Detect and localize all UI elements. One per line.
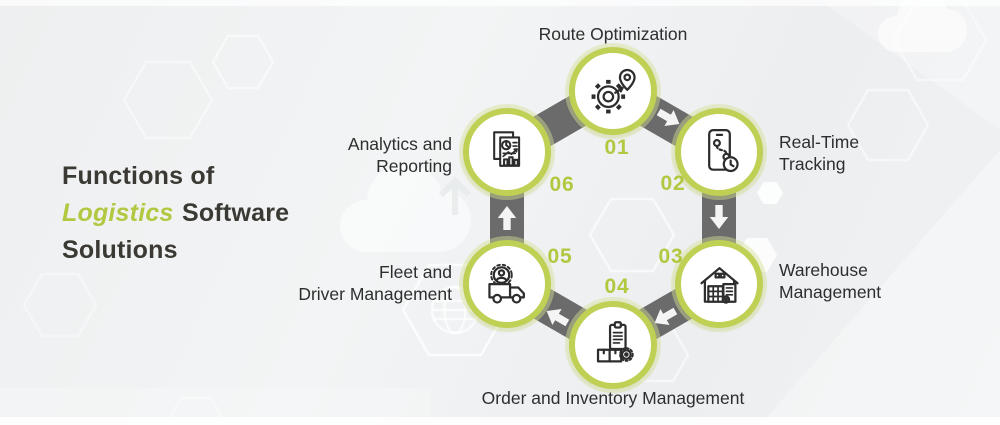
flow-arrow-icon: [654, 307, 678, 325]
title-line2-rest: Software: [182, 199, 290, 227]
hexagon-decor: [757, 182, 783, 204]
light-streak: [820, 0, 1000, 130]
label-order-inventory-management: Order and Inventory Management: [383, 387, 843, 409]
cloud-upload-arrow-icon: [438, 176, 472, 215]
node-real-time-tracking: [675, 108, 763, 196]
page-title: Functions of Logistics Software Solutions: [62, 158, 289, 269]
flow-arrow-icon: [709, 205, 729, 229]
report-pie-bar-chart-icon: [492, 130, 520, 167]
cloud-decor: [339, 164, 471, 252]
flow-arrow-icon: [497, 206, 517, 230]
top-strip: [0, 0, 1000, 6]
label-line: Management: [779, 282, 882, 302]
phone-route-clock-icon: [707, 128, 739, 172]
label-route-optimization: Route Optimization: [453, 23, 773, 45]
label-line: Analytics and: [347, 134, 452, 154]
bottom-strip: [0, 417, 1000, 425]
step-number-01: 01: [604, 136, 630, 159]
cloud-decor: [877, 0, 968, 53]
title-line3: Solutions: [62, 236, 178, 264]
node-fleet-driver-management: [463, 240, 551, 328]
light-streak: [0, 388, 430, 418]
label-line: Tracking: [779, 154, 846, 174]
label-line: Route Optimization: [538, 24, 688, 44]
node-order-inventory-management: [569, 301, 657, 389]
label-line: Warehouse: [779, 260, 868, 280]
node-analytics-reporting: [463, 108, 551, 196]
title-line2: Logistics Software: [62, 195, 289, 232]
step-number-06: 06: [549, 173, 575, 196]
truck-driver-gear-icon: [487, 263, 525, 304]
label-warehouse-management: Warehouse Management: [779, 259, 881, 303]
flow-arrow-icon: [546, 309, 570, 327]
warehouse-checklist-gear-icon: [699, 266, 739, 304]
step-number-05: 05: [547, 245, 573, 268]
step-number-03: 03: [658, 245, 684, 268]
label-real-time-tracking: Real-Time Tracking: [779, 131, 859, 175]
label-line: Driver Management: [298, 284, 452, 304]
title-line1: Functions of: [62, 162, 215, 190]
boxes-clipboard-gear-icon: [596, 320, 634, 363]
label-line: Real-Time: [779, 132, 860, 152]
step-number-02: 02: [660, 172, 686, 195]
node-warehouse-management: [675, 240, 763, 328]
flow-arrow-icon: [656, 108, 680, 126]
node-route-optimization: [569, 47, 657, 135]
title-accent-word: Logistics: [62, 199, 174, 227]
step-number-04: 04: [604, 275, 630, 298]
label-line: Order and Inventory Management: [481, 388, 745, 408]
gear-location-pin-icon: [591, 68, 636, 113]
